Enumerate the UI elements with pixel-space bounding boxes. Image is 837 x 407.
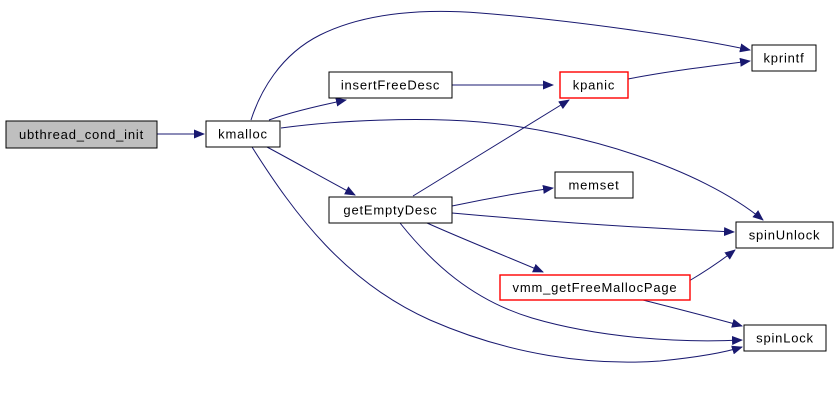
node-label-kmalloc: kmalloc — [218, 127, 268, 142]
node-box-memset — [554, 171, 634, 199]
node-vmm_getFreeMallocPage[interactable]: vmm_getFreeMallocPage — [499, 274, 691, 301]
node-box-ubthread_cond_init — [5, 120, 158, 149]
node-label-insertFreeDesc: insertFreeDesc — [341, 78, 440, 93]
node-box-spinLock — [743, 324, 827, 352]
node-label-ubthread_cond_init: ubthread_cond_init — [19, 127, 144, 142]
node-getEmptyDesc[interactable]: getEmptyDesc — [328, 196, 453, 224]
node-insertFreeDesc[interactable]: insertFreeDesc — [328, 71, 453, 99]
node-box-spinUnlock — [735, 221, 834, 249]
node-label-getEmptyDesc: getEmptyDesc — [343, 203, 437, 218]
node-label-spinLock: spinLock — [756, 331, 814, 346]
node-box-kprintf — [751, 44, 817, 72]
edge-getEmptyDesc-to-memset — [451, 184, 554, 207]
node-label-spinUnlock: spinUnlock — [749, 228, 821, 243]
edge-getEmptyDesc-to-spinLock — [399, 222, 743, 345]
node-kmalloc[interactable]: kmalloc — [205, 120, 281, 148]
node-label-kpanic: kpanic — [573, 78, 615, 93]
edge-kmalloc-to-insertFreeDesc — [268, 97, 347, 121]
node-spinUnlock[interactable]: spinUnlock — [735, 221, 834, 249]
edge-kpanic-to-kprintf — [627, 57, 751, 80]
node-kprintf[interactable]: kprintf — [751, 44, 817, 72]
node-label-kprintf: kprintf — [763, 51, 804, 66]
edge-kmalloc-to-spinUnlock — [280, 119, 764, 221]
node-box-vmm_getFreeMallocPage — [499, 274, 691, 301]
node-kpanic[interactable]: kpanic — [559, 71, 629, 99]
node-box-insertFreeDesc — [328, 71, 453, 99]
node-box-getEmptyDesc — [328, 196, 453, 224]
node-box-kpanic — [559, 71, 629, 99]
node-label-memset: memset — [568, 178, 619, 193]
node-spinLock[interactable]: spinLock — [743, 324, 827, 352]
edge-kmalloc-to-spinLock — [251, 146, 743, 363]
edge-vmm_getFreeMallocPage-to-spinUnlock — [688, 249, 736, 282]
edge-getEmptyDesc-to-kpanic — [412, 99, 570, 197]
node-label-vmm_getFreeMallocPage: vmm_getFreeMallocPage — [513, 280, 678, 295]
node-memset[interactable]: memset — [554, 171, 634, 199]
edge-kmalloc-to-getEmptyDesc — [266, 146, 356, 196]
node-ubthread_cond_init[interactable]: ubthread_cond_init — [5, 120, 158, 149]
edge-getEmptyDesc-to-spinUnlock — [451, 212, 735, 237]
node-box-kmalloc — [205, 120, 281, 148]
edge-kmalloc-to-kprintf — [250, 10, 751, 121]
edge-getEmptyDesc-to-vmm_getFreeMallocPage — [426, 222, 544, 273]
edge-vmm_getFreeMallocPage-to-spinLock — [642, 299, 743, 328]
